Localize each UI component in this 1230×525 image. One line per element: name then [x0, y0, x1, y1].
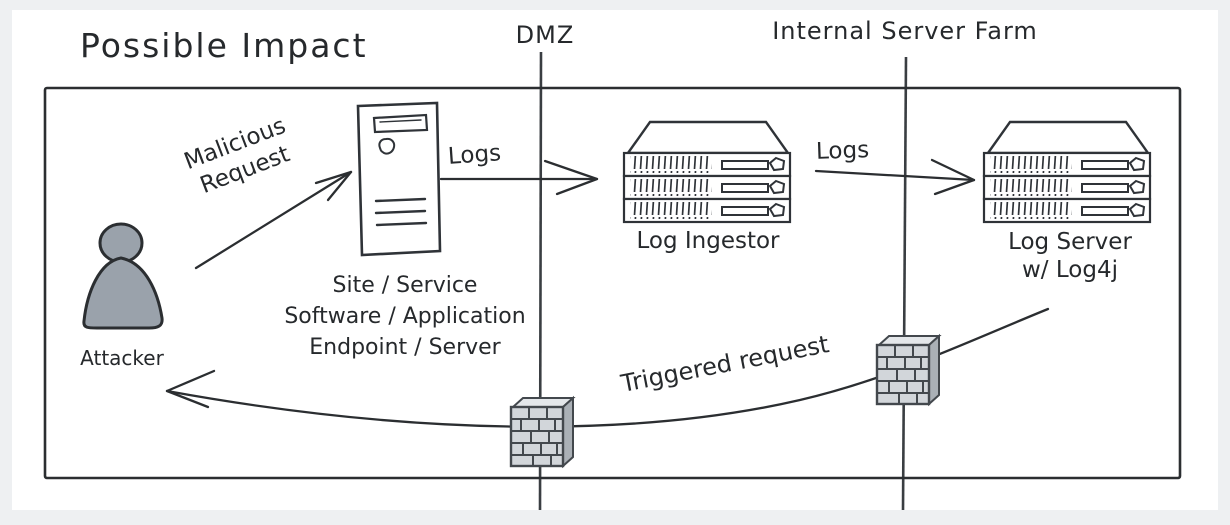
internal-server-farm-zone-label: Internal Server Farm	[772, 17, 1038, 45]
log-server-label: Log Server w/ Log4j	[1008, 229, 1132, 283]
triggered-request-arrow	[165, 307, 1050, 428]
page-title: Possible Impact	[80, 26, 368, 65]
dmz-zone-label: DMZ	[515, 21, 575, 49]
tower-server-icon	[356, 101, 442, 257]
boundary-box	[43, 86, 1182, 480]
logs-label-dmz: Logs	[447, 140, 502, 170]
logs-label-internal: Logs	[815, 137, 870, 165]
log-ingestor-rack-icon	[624, 122, 790, 222]
attacker-person-icon	[82, 222, 164, 330]
frontend-caption: Site / Service Software / Application En…	[284, 273, 526, 360]
log-server-rack-icon	[984, 122, 1150, 222]
malicious-request-arrow	[194, 170, 353, 270]
logs-arrow-to-server	[814, 158, 976, 196]
attacker-label: Attacker	[80, 346, 164, 370]
firewall-internal-icon	[875, 334, 941, 406]
internal-divider-line	[901, 56, 908, 511]
logs-arrow-to-ingestor	[439, 159, 599, 196]
firewall-dmz-icon	[509, 396, 575, 468]
log-ingestor-label: Log Ingestor	[636, 228, 780, 254]
canvas-background	[12, 10, 1218, 510]
